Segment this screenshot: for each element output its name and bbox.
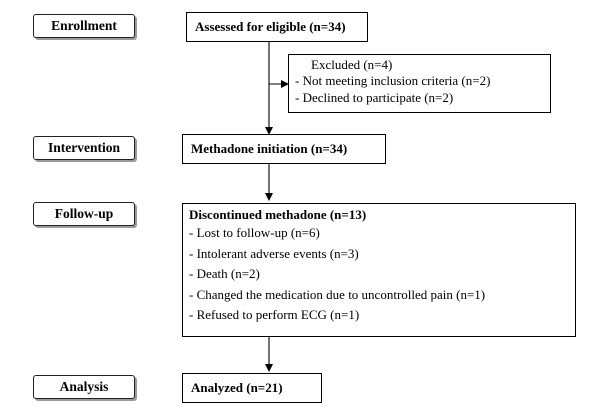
excluded-item: - Not meeting inclusion criteria (n=2) — [295, 73, 491, 89]
discontinued-item: - Death (n=2) — [189, 266, 260, 282]
discontinued-item: - Refused to perform ECG (n=1) — [189, 307, 360, 323]
methadone-box: Methadone initiation (n=34) — [182, 134, 386, 164]
excluded-title: Excluded (n=4) — [311, 57, 393, 72]
assessed-box: Assessed for eligible (n=34) — [186, 12, 368, 42]
analyzed-text: Analyzed (n=21) — [191, 379, 283, 395]
discontinued-item: - Intolerant adverse events (n=3) — [189, 245, 359, 261]
stage-enrollment: Enrollment — [33, 14, 135, 38]
stage-followup: Follow-up — [33, 202, 135, 226]
excluded-item: - Declined to participate (n=2) — [295, 89, 454, 105]
discontinued-box: Discontinued methadone (n=13) - Lost to … — [182, 203, 576, 337]
analyzed-box: Analyzed (n=21) — [182, 373, 322, 403]
discontinued-item: - Changed the medication due to uncontro… — [189, 286, 486, 302]
stage-intervention: Intervention — [33, 136, 135, 160]
stage-analysis: Analysis — [33, 375, 135, 399]
methadone-text: Methadone initiation (n=34) — [191, 140, 348, 156]
assessed-text: Assessed for eligible (n=34) — [195, 18, 346, 34]
discontinued-title: Discontinued methadone (n=13) — [189, 207, 367, 222]
excluded-box: Excluded (n=4) - Not meeting inclusion c… — [288, 54, 551, 113]
discontinued-item: - Lost to follow-up (n=6) — [189, 225, 320, 241]
